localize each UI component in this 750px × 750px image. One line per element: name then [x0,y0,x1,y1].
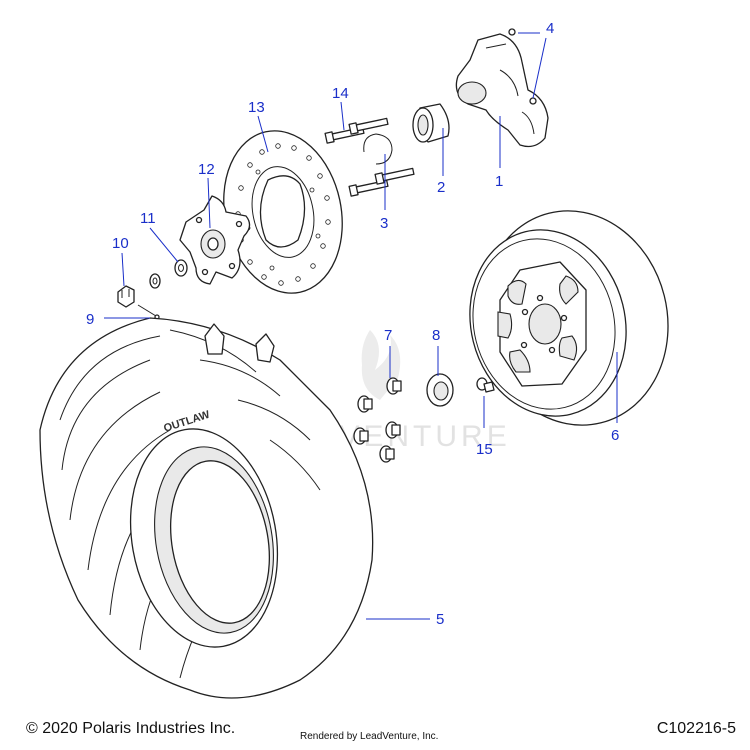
callout-4: 4 [546,20,554,37]
copyright-text: © 2020 Polaris Industries Inc. [26,720,236,737]
callout-15: 15 [476,441,493,458]
callout-10: 10 [112,235,129,252]
callout-14: 14 [332,85,349,102]
tire[interactable]: OUTLAW [39,317,374,699]
lug-nuts[interactable] [353,377,402,463]
callout-13: 13 [248,99,265,116]
cotter-pin[interactable] [137,304,160,320]
callout-8: 8 [432,327,440,344]
center-cap[interactable] [426,373,454,407]
washers[interactable] [149,259,188,289]
callout-11: 11 [140,210,156,227]
wheel-hub[interactable] [179,195,251,285]
callout-9: 9 [86,311,94,328]
wheel-bearing[interactable] [412,103,450,143]
callout-1: 1 [495,173,503,190]
callout-6: 6 [611,427,619,444]
caliper-bolts[interactable] [324,116,415,197]
callout-2: 2 [437,179,445,196]
snap-ring[interactable] [363,133,393,165]
diagram-id: C102216-5 [656,720,736,737]
callout-3: 3 [380,215,388,232]
callout-12: 12 [198,161,215,178]
callout-5: 5 [436,611,444,628]
steering-knuckle[interactable] [455,28,549,148]
castle-nut[interactable] [117,285,135,308]
valve-stem[interactable] [476,377,495,393]
rendered-by-text: Rendered by LeadVenture, Inc. [300,731,439,742]
callout-7: 7 [384,327,392,344]
wheel-rim[interactable] [451,191,691,445]
callout-labels: 1 2 3 4 5 6 7 8 9 10 11 12 13 14 15 [86,20,619,628]
leader-lines [104,32,618,620]
